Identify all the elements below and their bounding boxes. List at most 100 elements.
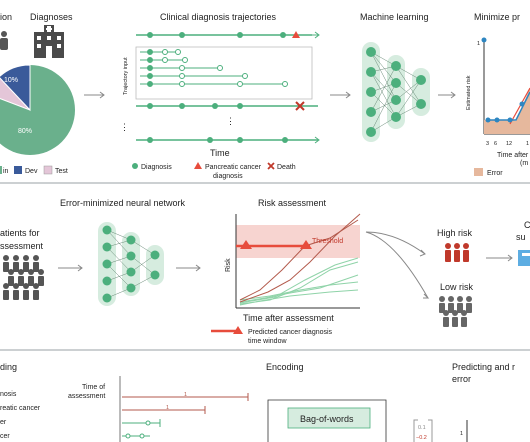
surveillance-scanner-icon	[518, 250, 530, 266]
death-marker	[295, 101, 305, 111]
split-arrows	[365, 231, 430, 299]
legend-label-train: in	[3, 168, 9, 175]
surveillance-label-2: su	[516, 232, 526, 242]
patient-crowd-icon	[3, 255, 44, 300]
true-risk-line	[509, 87, 530, 125]
legend-label-dev: Dev	[25, 168, 38, 175]
arrow-to-surveillance	[486, 254, 513, 262]
legend-pancreatic-marker	[194, 162, 202, 169]
code-item-4: cer	[0, 433, 10, 440]
encoding-bracket	[267, 399, 387, 442]
pancreatic-marker	[292, 31, 300, 38]
trajectories-title: Clinical diagnosis trajectories	[160, 12, 277, 22]
assessment-label: assessment	[68, 393, 105, 400]
risk-ylabel: Risk	[225, 258, 232, 272]
trajectory-row	[136, 101, 318, 111]
trajectory-row	[140, 49, 288, 87]
risk-window-band	[236, 225, 360, 258]
code-item-1: nosis	[0, 391, 17, 398]
high-risk-label: High risk	[437, 228, 473, 238]
threshold-label: Threshold	[312, 238, 343, 245]
legend-diagnosis-label: Diagnosis	[141, 164, 172, 171]
risk-xtick-12: 12	[506, 141, 512, 147]
arrow-to-ml	[330, 91, 351, 99]
risk-estimate-plot: 1 Estimated risk 3 6 12 1 Time after (m …	[466, 37, 530, 177]
trajectory-ellipsis: ⋮	[226, 116, 235, 126]
legend-swatch-dev	[14, 166, 22, 174]
minimize-title: Minimize pr	[474, 12, 520, 22]
coding-title: ding	[0, 362, 17, 372]
predicting-ytick: 1	[460, 431, 463, 437]
risk-xtick-3: 3	[486, 141, 489, 147]
risk-assessment-title: Risk assessment	[258, 198, 327, 208]
legend-label-test: Test	[55, 168, 68, 175]
error-legend-swatch	[474, 168, 483, 176]
window-legend-marker	[233, 326, 243, 334]
code-item-3: er	[0, 419, 7, 426]
predicting-title-1: Predicting and r	[452, 362, 515, 372]
vector-value-1: 0.1	[418, 425, 426, 431]
trajectory-lines: ⋮ ⋮	[120, 31, 320, 144]
pie-label-train: 80%	[18, 128, 32, 135]
low-risk-label: Low risk	[440, 282, 474, 292]
arrow-to-minimize	[438, 91, 456, 99]
low-risk-icon	[439, 296, 472, 327]
risk-marker-2	[300, 240, 312, 249]
bag-of-words-label: Bag-of-words	[300, 414, 354, 424]
encoding-vector: 0.1 −0.2	[413, 419, 433, 442]
pie-label-dev: 10%	[4, 77, 18, 84]
risk-trajectories	[239, 257, 359, 306]
trajectory-row	[136, 136, 320, 144]
error-area	[484, 88, 530, 134]
risk-marker-1	[240, 240, 252, 249]
risk-xtick-6: 6	[494, 141, 497, 147]
network-title: Error-minimized neural network	[60, 198, 186, 208]
risk-xtick-1: 1	[526, 141, 529, 147]
legend-pancreatic-label: Pancreatic cancer	[205, 164, 262, 171]
bag-of-words-box	[287, 407, 371, 429]
legend-death-label: Death	[277, 164, 296, 171]
vector-value-2: −0.2	[416, 435, 427, 441]
code-item-2: reatic cancer	[0, 405, 41, 412]
diagnoses-title: Diagnoses	[30, 12, 73, 22]
trajectory-ellipsis-left: ⋮	[120, 122, 129, 132]
legend-swatch-train	[0, 166, 2, 174]
trajectory-legend: Diagnosis Pancreatic cancer diagnosis De…	[132, 162, 296, 180]
window-legend-label-2: time window	[248, 338, 287, 345]
pie-legend: in Dev Test	[0, 165, 68, 175]
patients-label-2: ssessment	[0, 241, 44, 251]
error-minimized-network-icon	[98, 222, 164, 306]
surveillance-label-1: C	[524, 220, 530, 230]
risk-high-line-1	[239, 219, 359, 301]
legend-death-marker	[267, 162, 275, 170]
encoding-title: Encoding	[266, 362, 304, 372]
legend-pancreatic-label-2: diagnosis	[213, 173, 243, 180]
trajectory-row	[136, 31, 320, 39]
ml-network-icon	[362, 42, 430, 142]
population-title: ion	[0, 12, 12, 22]
high-risk-icon	[445, 243, 469, 262]
timeline-label-1: 1	[184, 392, 187, 398]
time-of-label: Time of	[82, 384, 105, 391]
risk-high-line-2	[239, 213, 361, 303]
risk-plot-ytick: 1	[477, 41, 480, 47]
hospital-icon	[34, 25, 64, 58]
risk-xlabel-1: Time after	[497, 152, 529, 159]
trajectory-bracket	[135, 46, 313, 100]
risk-xlabel-2: (m	[520, 160, 528, 167]
legend-diagnosis-dot	[132, 163, 138, 169]
risk-plot-ylabel: Estimated risk	[466, 75, 472, 110]
error-legend-label: Error	[487, 170, 503, 177]
pie-slice-dev	[0, 64, 31, 112]
time-axis-label: Time	[210, 148, 230, 158]
dataset-split-pie: 10% 80%	[0, 64, 75, 155]
trajectory-axis-label: Trajectory input	[123, 57, 129, 95]
window-legend-label-1: Predicted cancer diagnosis	[248, 329, 333, 336]
arrow-to-trajectories	[84, 91, 105, 99]
person-icon	[0, 31, 8, 50]
arrow-to-network	[58, 264, 83, 272]
risk-assessment-plot: Risk Threshold Time after assessment Pre…	[211, 213, 361, 345]
timeline-label-2: 1	[166, 405, 169, 411]
patients-label-1: atients for	[0, 228, 40, 238]
